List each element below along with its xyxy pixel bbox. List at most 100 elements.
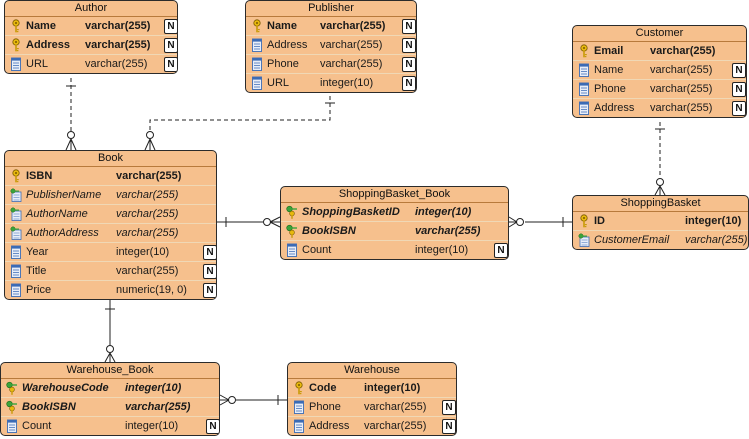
entity-title: Warehouse [288,363,456,379]
attribute-row[interactable]: WarehouseCode integer(10) [1,379,219,397]
relationship-author-book[interactable] [65,78,77,151]
entity-title: Customer [573,26,746,42]
attribute-name: Name [267,20,297,32]
attribute-name: URL [26,58,49,70]
attribute-name: AuthorAddress [26,227,99,239]
key-icon [293,381,305,395]
attribute-type: integer(10) [116,246,170,258]
attribute-type: integer(10) [125,382,182,394]
attribute-name: Address [309,420,350,432]
attribute-type: varchar(255) [650,102,713,114]
attribute-type: numeric(19, 0) [116,284,187,296]
attribute-name: Phone [309,401,341,413]
relationship-book-warehouse-book[interactable] [104,300,116,363]
column-icon [578,101,590,115]
column-icon [6,419,18,433]
entity-title: Book [5,151,216,167]
relationship-customer-shoppingbasket[interactable] [654,122,666,196]
attribute-type: integer(10) [415,244,469,256]
attribute-type: varchar(255) [320,39,383,51]
column-icon [286,243,298,257]
nullable-n-icon: N [732,101,746,116]
relationship-book-shoppingbasket-book[interactable] [217,216,281,228]
primary-foreign-key-icon [6,381,18,395]
attribute-name: WarehouseCode [22,382,109,394]
attribute-name: Price [26,284,52,296]
nullable-n-icon: N [494,243,508,258]
key-icon [251,19,263,33]
column-icon [293,419,305,433]
attribute-name: ShoppingBasketID [302,206,400,218]
attribute-name: BookISBN [22,401,76,413]
attribute-type: varchar(255) [125,401,191,413]
attribute-name: Address [267,39,308,51]
attribute-row[interactable]: BookISBN varchar(255) [1,397,219,416]
nullable-n-icon: N [164,19,177,34]
nullable-n-icon: N [732,82,746,97]
nullable-n-icon: N [203,264,216,279]
column-icon [293,400,305,414]
primary-foreign-key-icon [286,224,298,238]
attribute-type: varchar(255) [116,189,179,201]
attribute-type: varchar(255) [116,208,179,220]
key-icon [10,169,22,183]
attribute-name: Name [26,20,56,32]
attribute-type: varchar(255) [85,39,151,51]
primary-foreign-key-icon [6,400,18,414]
key-icon [10,19,22,33]
foreign-key-icon [578,233,590,247]
key-icon [10,38,22,52]
relationship-shoppingbasket-shoppingbasket-book[interactable] [508,216,572,228]
relationship-publisher-book[interactable] [144,96,335,151]
column-icon [578,63,590,77]
key-icon [578,214,590,228]
column-icon [10,57,22,71]
attribute-type: integer(10) [685,215,742,227]
attribute-type: varchar(255) [116,265,179,277]
attribute-name: Count [22,420,52,432]
nullable-n-icon: N [164,38,177,53]
attribute-type: varchar(255) [364,420,427,432]
attribute-type: varchar(255) [85,20,151,32]
attribute-name: Code [309,382,337,394]
attribute-row[interactable]: Name varchar(255) N [5,17,177,35]
nullable-n-icon: N [206,419,219,434]
relationship-warehouse-warehouse-book[interactable] [219,394,287,406]
attribute-type: varchar(255) [685,234,748,246]
